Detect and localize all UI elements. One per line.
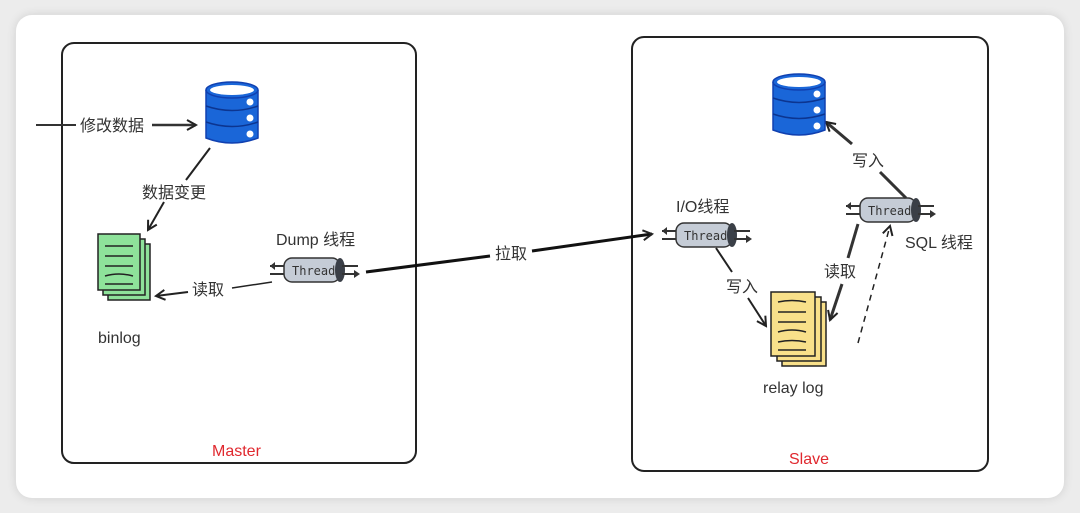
sql-thread-icon: Thread xyxy=(845,197,937,223)
pull-label: 拉取 xyxy=(495,245,527,263)
master-box xyxy=(61,42,417,464)
diagram-canvas xyxy=(16,15,1064,498)
read-label: 读取 xyxy=(192,281,224,299)
io-write-arrow xyxy=(747,297,766,326)
pull-arrow xyxy=(531,234,652,253)
sql-thread-text: Thread xyxy=(868,204,911,218)
io-thread-icon: Thread xyxy=(661,222,753,248)
binlog-file-icon xyxy=(97,233,151,301)
binlog-label: binlog xyxy=(98,330,141,347)
dump-thread-icon: Thread xyxy=(269,257,361,283)
sql-thread-label: SQL 线程 xyxy=(905,234,973,252)
relay-log-file-icon xyxy=(770,291,827,367)
change-arrow-top xyxy=(185,147,211,181)
change-arrow xyxy=(148,201,165,230)
read-arrow-tail xyxy=(231,281,273,289)
dump-thread-label: Dump 线程 xyxy=(276,231,355,249)
sql-write-label: 写入 xyxy=(852,153,884,170)
relay-to-sql-dashed-arrow xyxy=(857,226,890,344)
sql-read-label: 读取 xyxy=(824,263,856,281)
sql-write-arrow-tail xyxy=(878,170,908,200)
modify-data-label: 修改数据 xyxy=(80,117,144,135)
relay-log-label: relay log xyxy=(763,380,823,397)
slave-title: Slave xyxy=(789,451,829,468)
dump-thread-text: Thread xyxy=(292,264,335,278)
data-change-label: 数据变更 xyxy=(142,184,206,202)
slave-database-icon xyxy=(772,73,826,136)
read-arrow xyxy=(156,292,189,296)
sql-read-arrow xyxy=(830,283,844,320)
io-thread-text: Thread xyxy=(684,229,727,243)
master-database-icon xyxy=(205,81,259,144)
master-title: Master xyxy=(212,443,262,460)
slave-box xyxy=(631,36,989,472)
pull-arrow-tail xyxy=(365,254,491,274)
sql-read-arrow-tail xyxy=(846,223,860,259)
io-write-label: 写入 xyxy=(726,279,758,296)
io-thread-label: I/O线程 xyxy=(676,198,729,216)
sql-write-arrow xyxy=(826,122,853,146)
io-write-arrow-tail xyxy=(715,247,733,273)
